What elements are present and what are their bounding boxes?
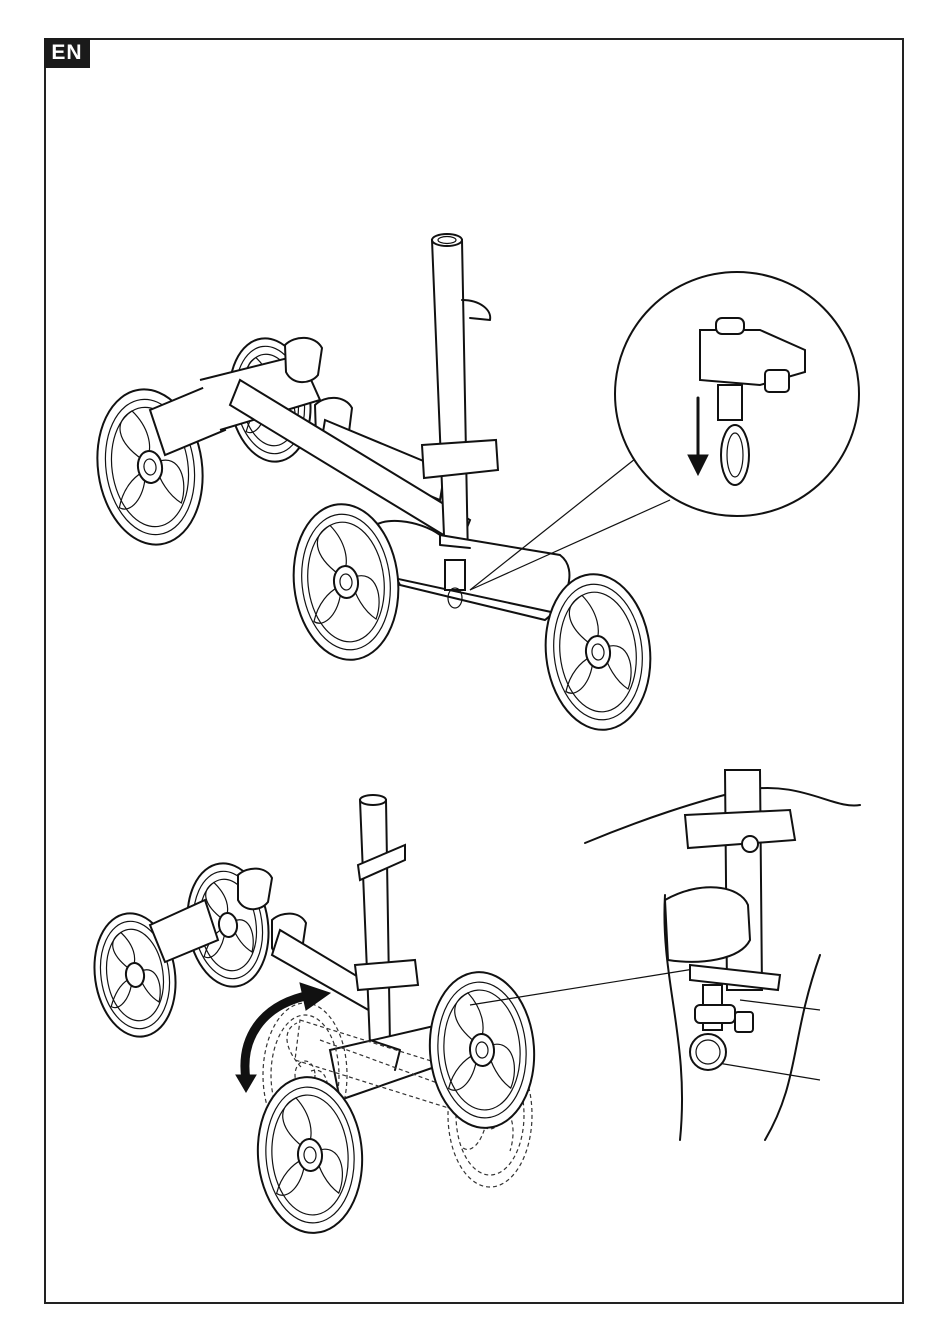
rotate-arrow-icon: [236, 983, 330, 1092]
front-right-wheel-icon-2: [425, 969, 540, 1132]
front-left-wheel-icon-2: [253, 1074, 368, 1237]
figure-1: [88, 234, 670, 735]
pin-detail-callout: [615, 272, 859, 516]
lock-detail-callout: [585, 770, 860, 1140]
figure-2: [87, 795, 700, 1236]
